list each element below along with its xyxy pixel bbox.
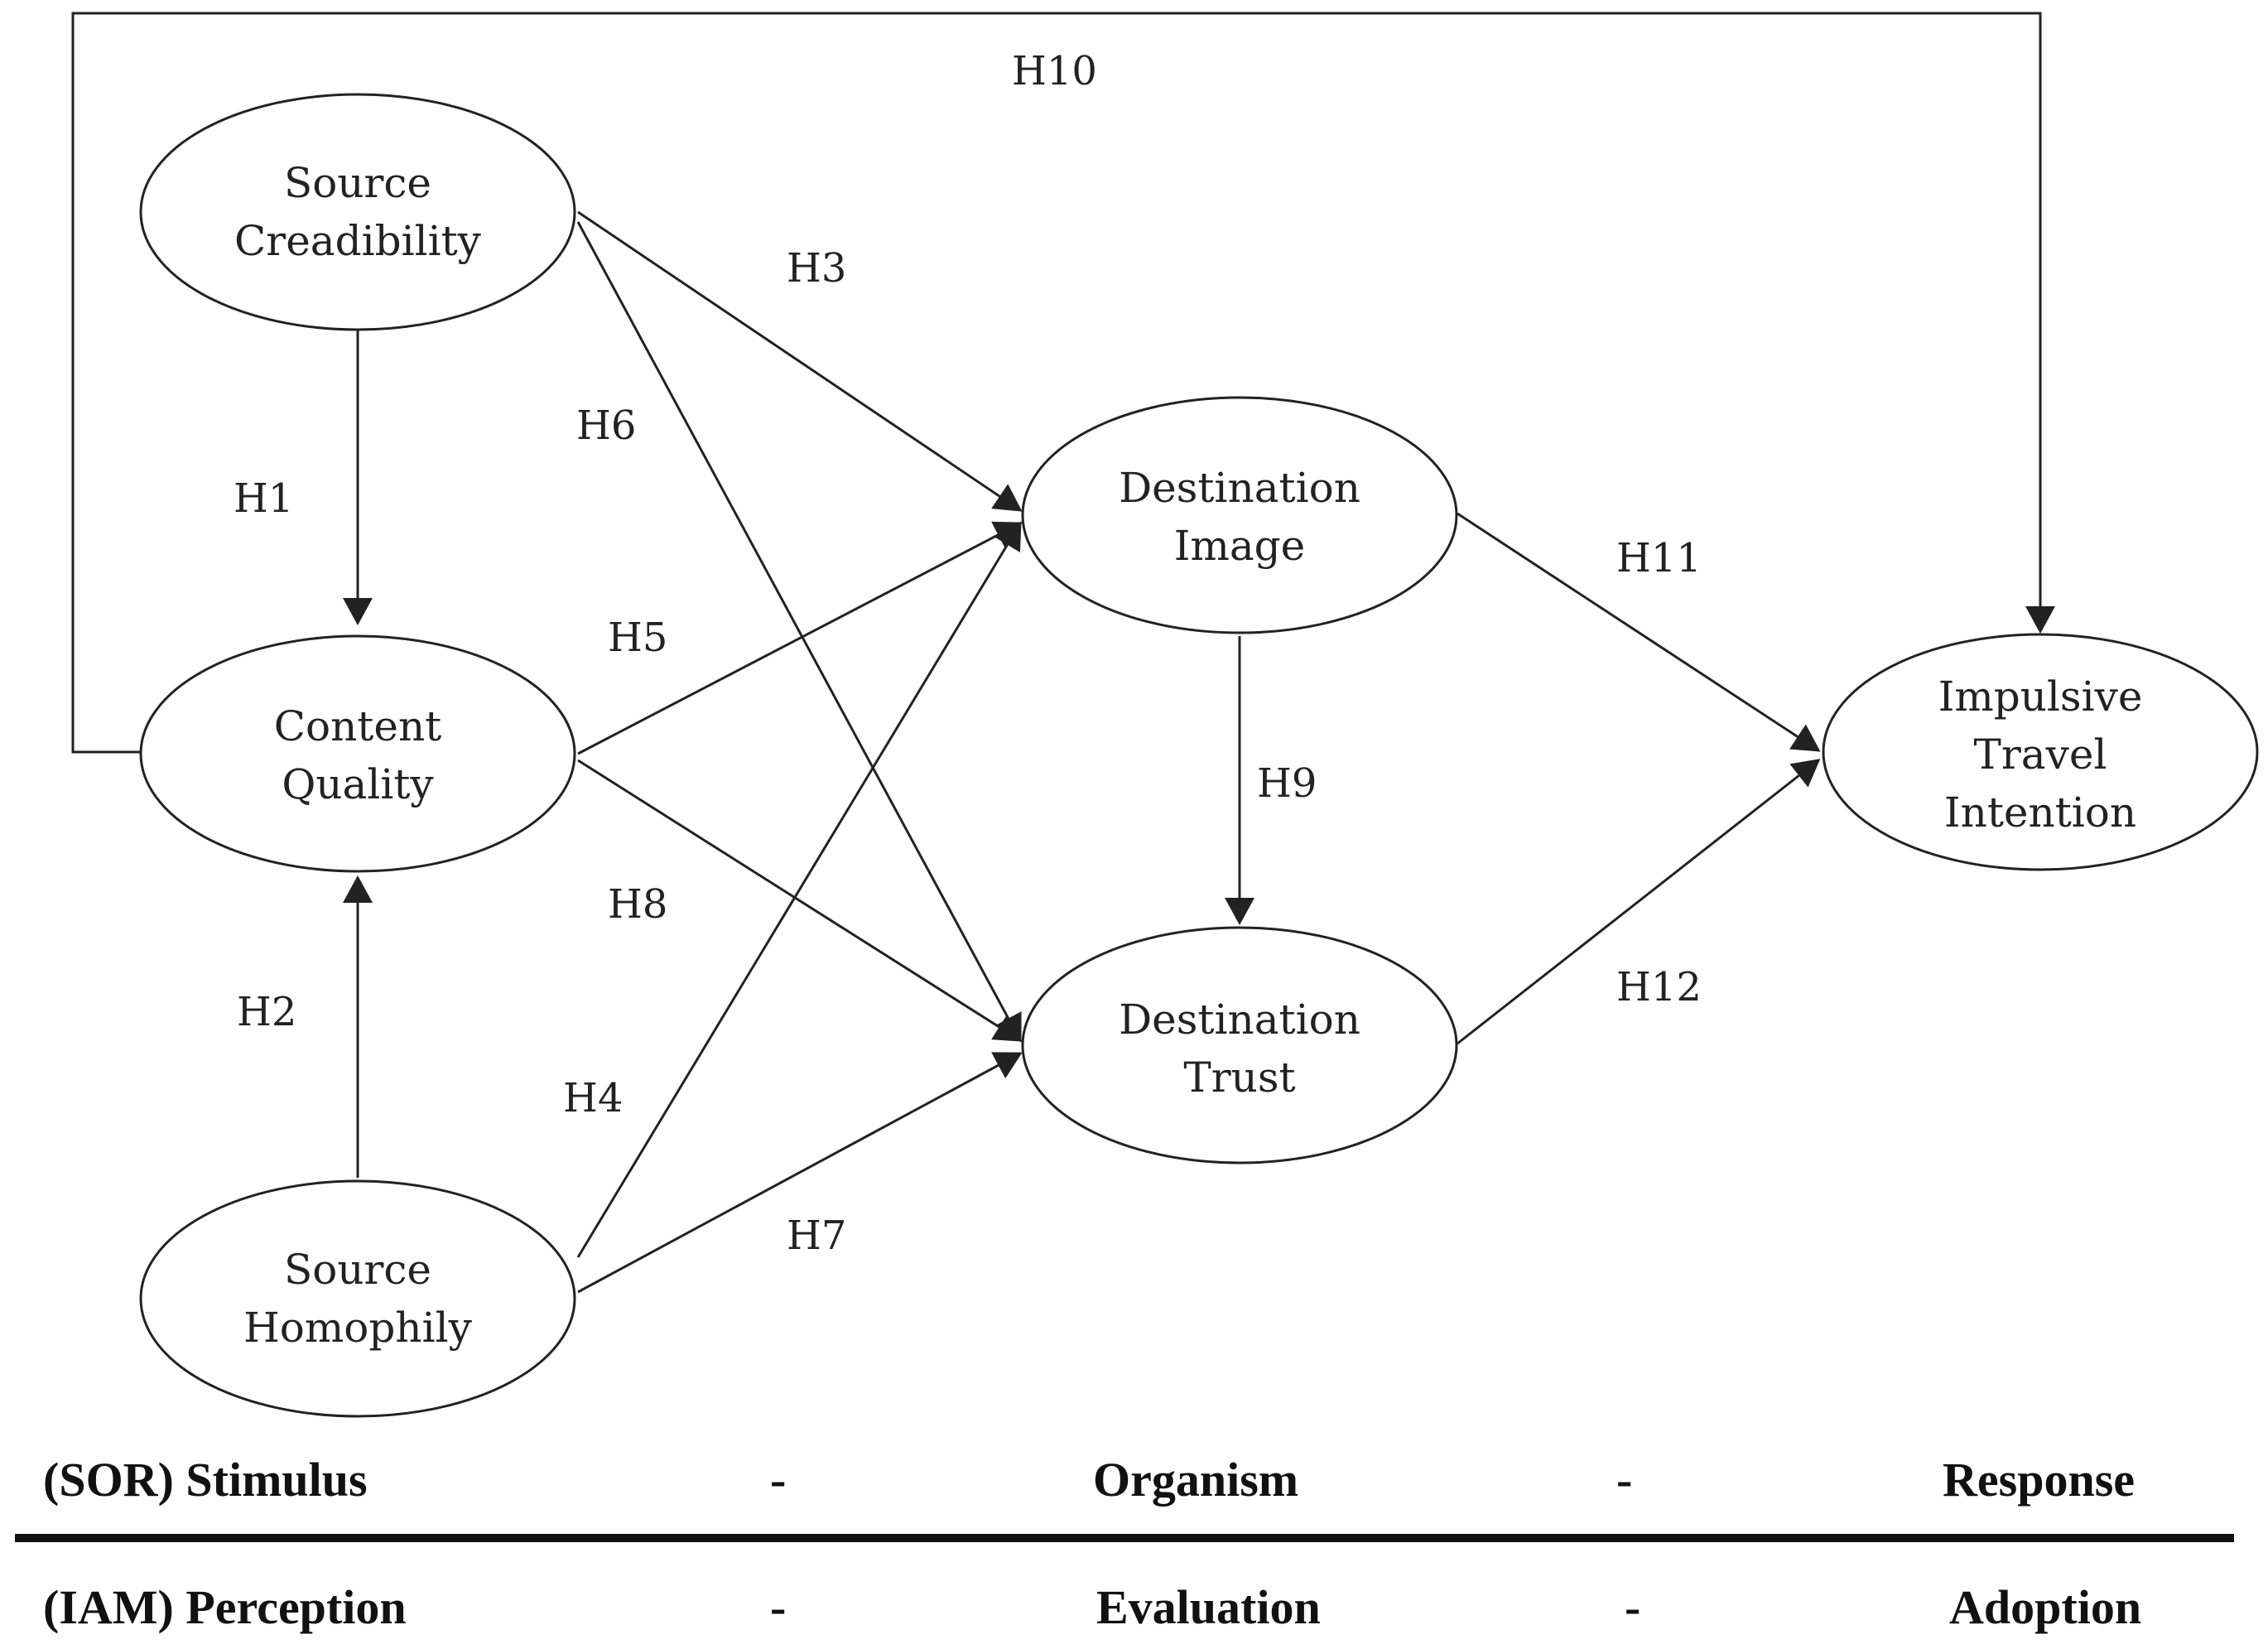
label-h6: H6: [576, 403, 636, 449]
label-h2: H2: [237, 989, 296, 1035]
sor-label: (SOR) Stimulus: [43, 1453, 368, 1507]
edge-h10: [71, 12, 2055, 754]
sor-sep2: -: [1616, 1453, 1632, 1507]
edge-h5: [577, 521, 1023, 755]
impulsive-line2: Travel: [1974, 730, 2107, 779]
edge-h6: [576, 221, 1022, 1043]
label-h7: H7: [787, 1213, 846, 1259]
label-h9: H9: [1257, 760, 1317, 807]
iam-sep1: -: [770, 1580, 786, 1634]
iam-end: Adoption: [1949, 1580, 2141, 1634]
source-homophily-line2: Homophily: [243, 1304, 472, 1352]
destination-trust-line2: Trust: [1183, 1054, 1295, 1102]
impulsive-line3: Intention: [1944, 788, 2136, 837]
source-credibility-line1: Source: [284, 159, 431, 207]
destination-image-line2: Image: [1174, 522, 1306, 570]
source-homophily-line1: Source: [284, 1246, 431, 1294]
label-h12: H12: [1616, 964, 1702, 1010]
label-h10: H10: [1012, 48, 1097, 94]
node-source-homophily: [139, 1179, 576, 1418]
label-h4: H4: [563, 1075, 623, 1121]
content-quality-line2: Quality: [282, 760, 434, 808]
source-credibility-line2: Creadibility: [234, 217, 482, 265]
edge-h12: [1457, 759, 1821, 1045]
node-destination-trust: [1021, 926, 1458, 1164]
label-h11: H11: [1616, 535, 1702, 581]
destination-image-line1: Destination: [1119, 464, 1360, 512]
label-h8: H8: [608, 881, 667, 928]
destination-trust-line1: Destination: [1119, 996, 1360, 1044]
node-content-quality: [139, 634, 576, 873]
iam-sep2: -: [1625, 1580, 1640, 1634]
iam-label: (IAM) Perception: [43, 1580, 407, 1634]
node-source-credibility: [139, 93, 576, 331]
edge-h8: [577, 759, 1023, 1042]
edge-h4: [576, 521, 1022, 1258]
content-quality-line1: Content: [274, 702, 442, 750]
label-h3: H3: [787, 245, 846, 292]
sor-sep1: -: [770, 1453, 786, 1507]
sor-end: Response: [1943, 1453, 2135, 1507]
node-impulsive-travel-intention: [1822, 633, 2259, 871]
iam-middle: Evaluation: [1096, 1580, 1321, 1634]
sor-middle: Organism: [1093, 1453, 1298, 1507]
footer-divider: [15, 1534, 2234, 1542]
impulsive-line1: Impulsive: [1938, 673, 2143, 721]
edge-h7: [577, 1052, 1023, 1294]
label-h5: H5: [608, 615, 667, 661]
label-h1: H1: [234, 475, 293, 522]
node-destination-image: [1021, 396, 1458, 634]
edge-h11: [1457, 512, 1821, 752]
footer: (SOR) Stimulus - Organism - Response (IA…: [15, 1453, 2234, 1634]
edge-h3: [577, 210, 1023, 512]
